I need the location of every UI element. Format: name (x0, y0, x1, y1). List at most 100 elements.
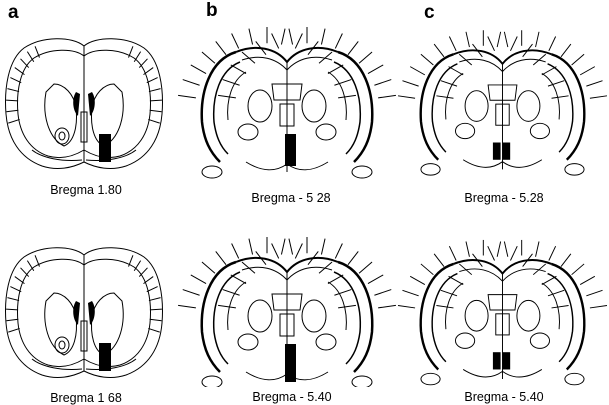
radial-line (222, 289, 240, 296)
nucleus-left (455, 122, 476, 140)
cortical-line (14, 276, 25, 285)
radial-line (589, 95, 608, 99)
striatum-left (44, 83, 77, 147)
radial-line (440, 80, 458, 87)
anterior-commissure-left (54, 336, 70, 354)
caption-b-bottom: Bregma - 5.40 (252, 390, 332, 404)
radial-line (535, 241, 540, 257)
inner-contour-left (227, 281, 247, 331)
lesion-marker-right (502, 352, 511, 370)
thalamus-right (516, 90, 541, 122)
striatum-right (91, 83, 124, 147)
radial-line (586, 289, 603, 297)
radial-line (320, 238, 326, 255)
radial-line (334, 289, 352, 296)
cortical-line (148, 297, 161, 302)
nucleus-left (237, 123, 259, 141)
radial-line (448, 245, 457, 261)
cortical-line (146, 77, 158, 84)
ventricle-right (88, 92, 95, 116)
inner-contour-right (327, 281, 347, 331)
cortical-line (149, 99, 162, 102)
cortical-line (26, 260, 35, 272)
cortical-line (10, 77, 22, 84)
ventral-contour (31, 149, 83, 161)
cortical-line (133, 260, 142, 272)
ventral-blob-left (420, 163, 441, 176)
dorsal-arc (453, 259, 552, 276)
radial-line (294, 243, 303, 259)
thalamus-left (247, 299, 273, 333)
radial-line (271, 243, 280, 259)
panel-letter-b: b (206, 0, 218, 21)
caption-c-bottom: Bregma - 5.40 (464, 390, 544, 404)
nucleus-right (315, 123, 337, 141)
inner-contour-left (445, 73, 464, 120)
central-region (487, 294, 518, 311)
ventral-blob-right (351, 165, 373, 179)
cortical-line (14, 67, 25, 76)
radial-line (548, 245, 557, 261)
radial-line (178, 304, 196, 309)
radial-line (548, 36, 557, 51)
radial-line (338, 304, 356, 309)
radial-line (487, 36, 495, 51)
radial-line (409, 275, 426, 285)
radial-line (280, 238, 286, 255)
radial-line (487, 245, 495, 261)
radial-line (201, 261, 216, 274)
striatum-left (44, 292, 77, 356)
cortical-line (149, 308, 162, 311)
cortical-line (128, 255, 134, 267)
nucleus-right (529, 332, 550, 349)
cortex-contour-left (419, 53, 454, 161)
radial-line (320, 28, 326, 45)
caption-a-top: Bregma 1.80 (50, 183, 122, 197)
radial-line (182, 289, 200, 296)
radial-line (532, 263, 547, 276)
radial-line (201, 51, 216, 64)
radial-line (182, 79, 200, 86)
radial-line (248, 28, 254, 45)
radial-line (503, 241, 509, 257)
central-region (487, 84, 518, 101)
radial-line (458, 263, 473, 276)
radial-line (280, 28, 286, 45)
radial-line (551, 305, 569, 309)
radial-line (318, 261, 333, 274)
inner-contour-left (227, 71, 247, 121)
anterior-commissure-core (58, 340, 66, 350)
striatum-right (91, 292, 124, 356)
cortical-line (10, 286, 22, 293)
ventral-blob-right (564, 163, 585, 176)
radial-line (436, 95, 454, 99)
radial-line (402, 289, 419, 297)
inner-contour-right (327, 71, 347, 121)
radial-line (334, 243, 343, 259)
radial-line (579, 275, 596, 285)
cortex-contour-left (200, 260, 237, 373)
cortical-line (6, 308, 19, 311)
radial-line (367, 64, 384, 74)
anterior-commissure-left (54, 127, 70, 145)
ventral-blob-left (420, 372, 441, 386)
radial-line (215, 41, 227, 56)
panel-letter-c: c (424, 2, 435, 23)
hippocampus-contour-left (212, 271, 241, 365)
radial-line (347, 41, 359, 56)
lesion-marker-left (492, 352, 501, 370)
cortical-line (6, 99, 19, 102)
cortical-line (7, 88, 20, 93)
radial-line (374, 79, 392, 86)
lesion-marker-right (502, 142, 511, 160)
ventricle-left (73, 92, 80, 116)
radial-line (496, 241, 502, 257)
caption-c-top: Bregma - 5.28 (464, 191, 544, 205)
hippocampus-contour-right (333, 61, 362, 155)
ventral-contour (31, 358, 83, 370)
radial-line (334, 79, 352, 86)
radial-line (358, 261, 373, 274)
radial-line (218, 94, 236, 99)
radial-line (465, 31, 470, 48)
injection-site-marker (99, 343, 111, 371)
